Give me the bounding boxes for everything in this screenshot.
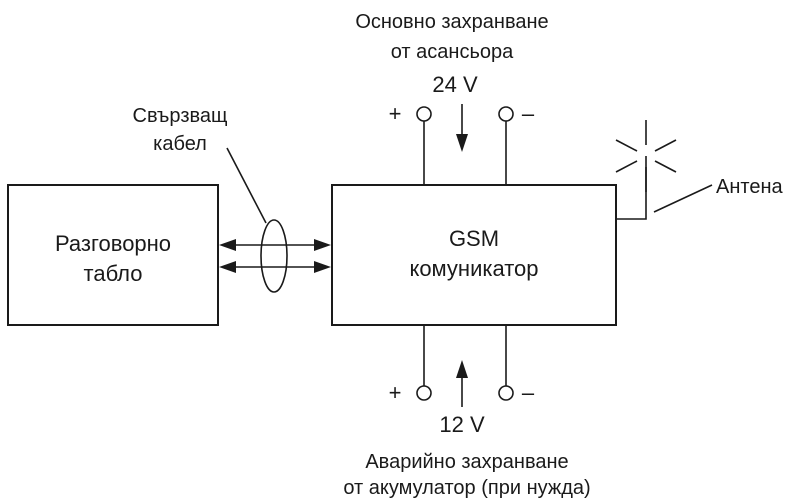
cable-label-line2: кабел — [153, 133, 207, 155]
main-supply-plus-terminal — [416, 106, 432, 122]
antenna-icon — [615, 120, 677, 220]
backup-supply-title-line2: от акумулатор (при нужда) — [343, 477, 590, 499]
main-supply-title-line2: от асансьора — [391, 41, 514, 63]
gsm-label-line1: GSM — [449, 226, 499, 251]
gsm-label-line2: комуникатор — [409, 256, 538, 281]
main-supply-title-line1: Основно захранване — [355, 11, 548, 33]
gsm-communicator-box — [331, 184, 617, 326]
talk-panel-label-line1: Разговорно — [55, 231, 171, 256]
main-supply-arrow-down-icon — [456, 104, 468, 152]
backup-supply-plus-terminal — [416, 385, 432, 401]
antenna-label: Антена — [716, 176, 783, 198]
cable-arrow-upper-icon — [219, 239, 331, 251]
backup-supply-plus-sign: + — [389, 380, 402, 405]
backup-supply-title-line1: Аварийно захранване — [365, 451, 568, 473]
main-supply-minus-sign: – — [522, 101, 535, 126]
backup-supply-minus-sign: – — [522, 380, 535, 405]
cable-bundle-ellipse — [260, 219, 288, 293]
main-supply-plus-sign: + — [389, 101, 402, 126]
main-supply-minus-terminal — [498, 106, 514, 122]
cable-arrow-lower-icon — [219, 261, 331, 273]
main-supply-voltage: 24 V — [432, 72, 478, 97]
antenna-leader-line — [653, 184, 713, 213]
talk-panel-label-line2: табло — [84, 261, 143, 286]
cable-label-line1: Свързващ — [133, 105, 228, 127]
talk-panel-box — [7, 184, 219, 326]
backup-supply-arrow-up-icon — [456, 360, 468, 407]
backup-supply-voltage: 12 V — [439, 412, 485, 437]
backup-supply-minus-terminal — [498, 385, 514, 401]
cable-leader-line — [226, 147, 267, 224]
